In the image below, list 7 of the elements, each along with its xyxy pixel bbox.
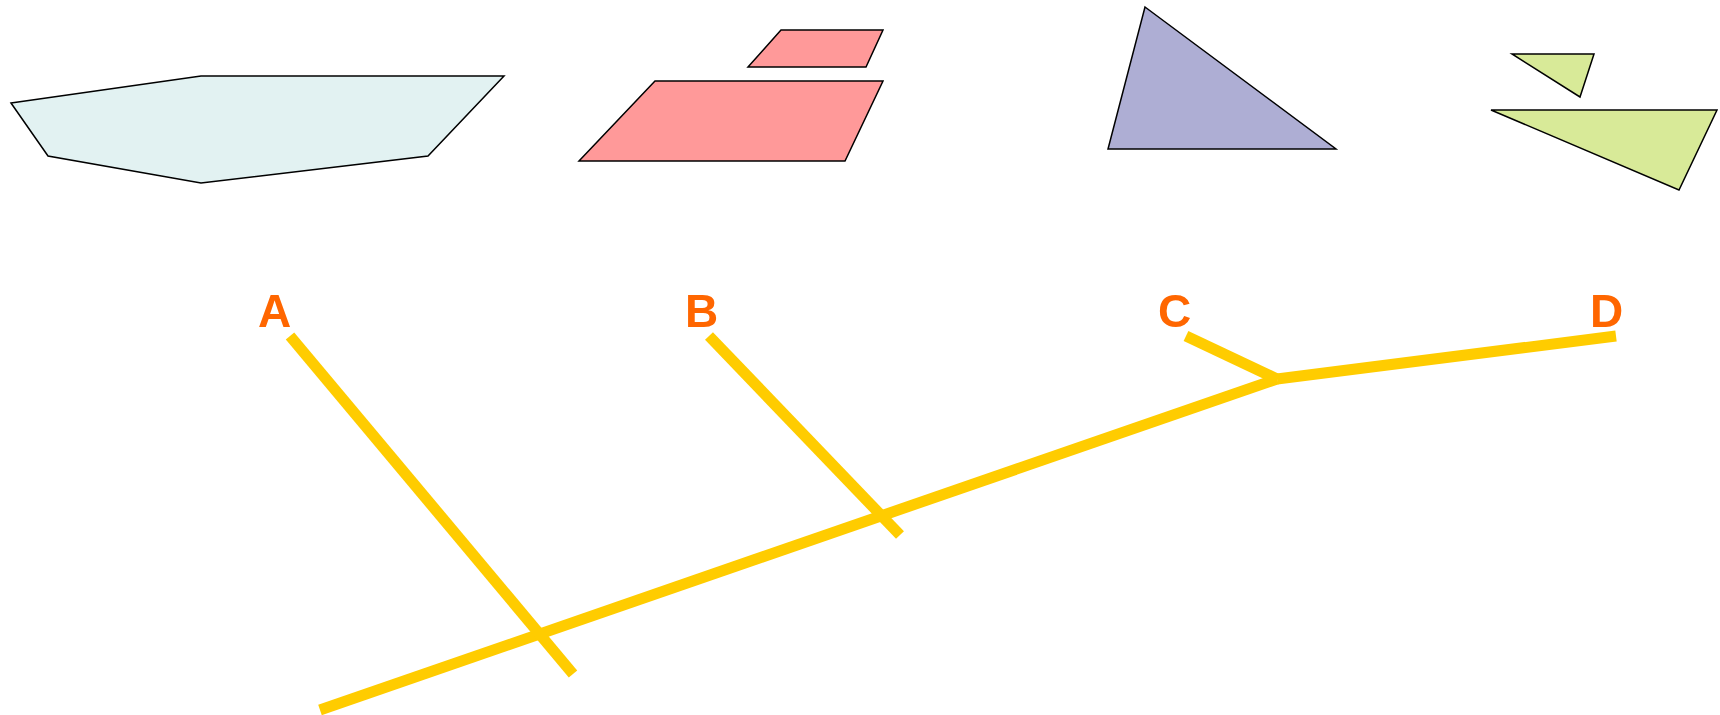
- taxon-label: C: [1158, 290, 1192, 332]
- taxon-label: B: [685, 290, 719, 332]
- taxon-label: A: [258, 290, 292, 332]
- branch-line: [285, 332, 578, 678]
- branch-line: [705, 332, 904, 539]
- taxon-label: D: [1590, 290, 1624, 332]
- branch-line: [1276, 330, 1617, 385]
